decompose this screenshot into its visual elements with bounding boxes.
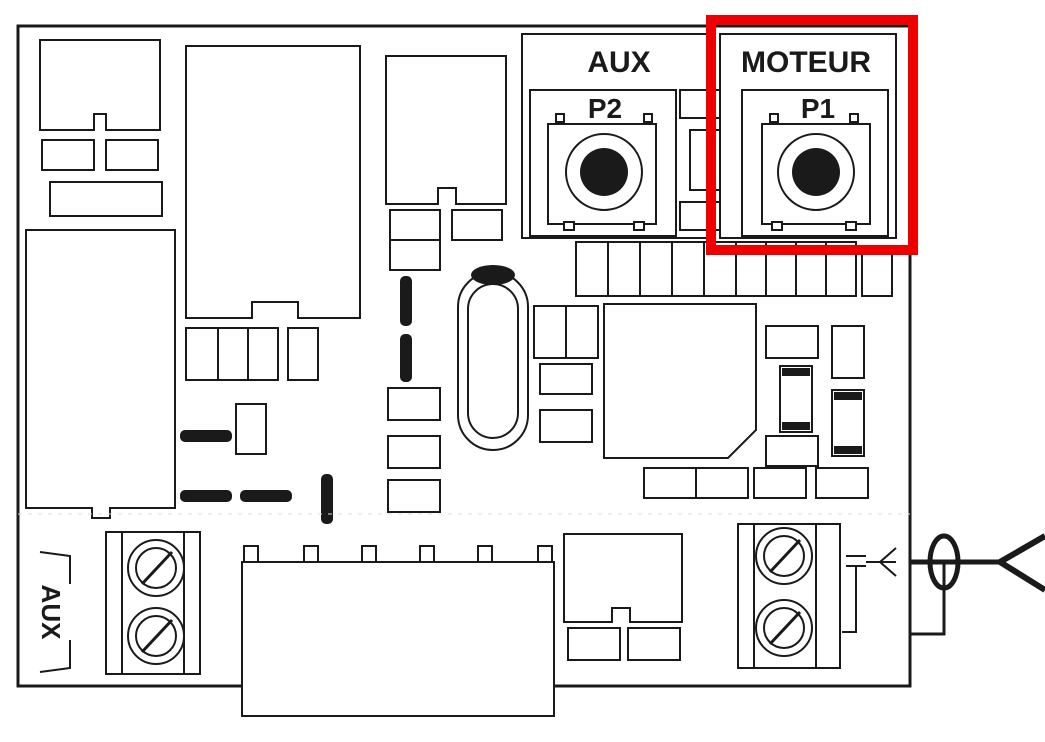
- p2-label: P2: [588, 93, 622, 124]
- aux-screw-terminal: [105, 531, 201, 675]
- jumper-6: [321, 474, 333, 524]
- relay-bottom: [241, 545, 555, 717]
- relay-left: [25, 229, 176, 519]
- capacitor-stack: [387, 387, 441, 513]
- moteur-potentiometer-p1: MOTEUR P1: [719, 33, 897, 239]
- jumper-1: [400, 276, 412, 326]
- jumper-4: [180, 490, 232, 502]
- resistor-row: [575, 241, 893, 297]
- component-center-top: [385, 55, 507, 271]
- aux-terminal-label: AUX: [36, 551, 71, 673]
- jumper-2: [400, 334, 412, 382]
- screw-slot-2: [140, 618, 174, 654]
- antenna-screw-terminal: [737, 523, 841, 669]
- screw-slot-1: [140, 550, 174, 586]
- small-parts-mid: [533, 305, 599, 443]
- antenna-wire: [842, 533, 1045, 636]
- resistor-small: [235, 403, 267, 455]
- component-bottom-mid: [563, 533, 683, 661]
- microcontroller-chip: [603, 303, 757, 459]
- component-top-left: [39, 39, 163, 217]
- p1-label: P1: [801, 93, 835, 124]
- p2-knob: [580, 148, 628, 196]
- svg-text:AUX: AUX: [36, 585, 66, 641]
- small-parts-right: [643, 325, 869, 499]
- jumper-5: [240, 490, 292, 502]
- aux-title: AUX: [587, 46, 650, 79]
- moteur-title: MOTEUR: [741, 46, 871, 79]
- p1-knob: [792, 148, 840, 196]
- transformer-block: [185, 45, 361, 381]
- crystal-oscillator: [457, 265, 529, 451]
- highlight-box: [706, 15, 918, 255]
- jumper-3: [180, 430, 232, 442]
